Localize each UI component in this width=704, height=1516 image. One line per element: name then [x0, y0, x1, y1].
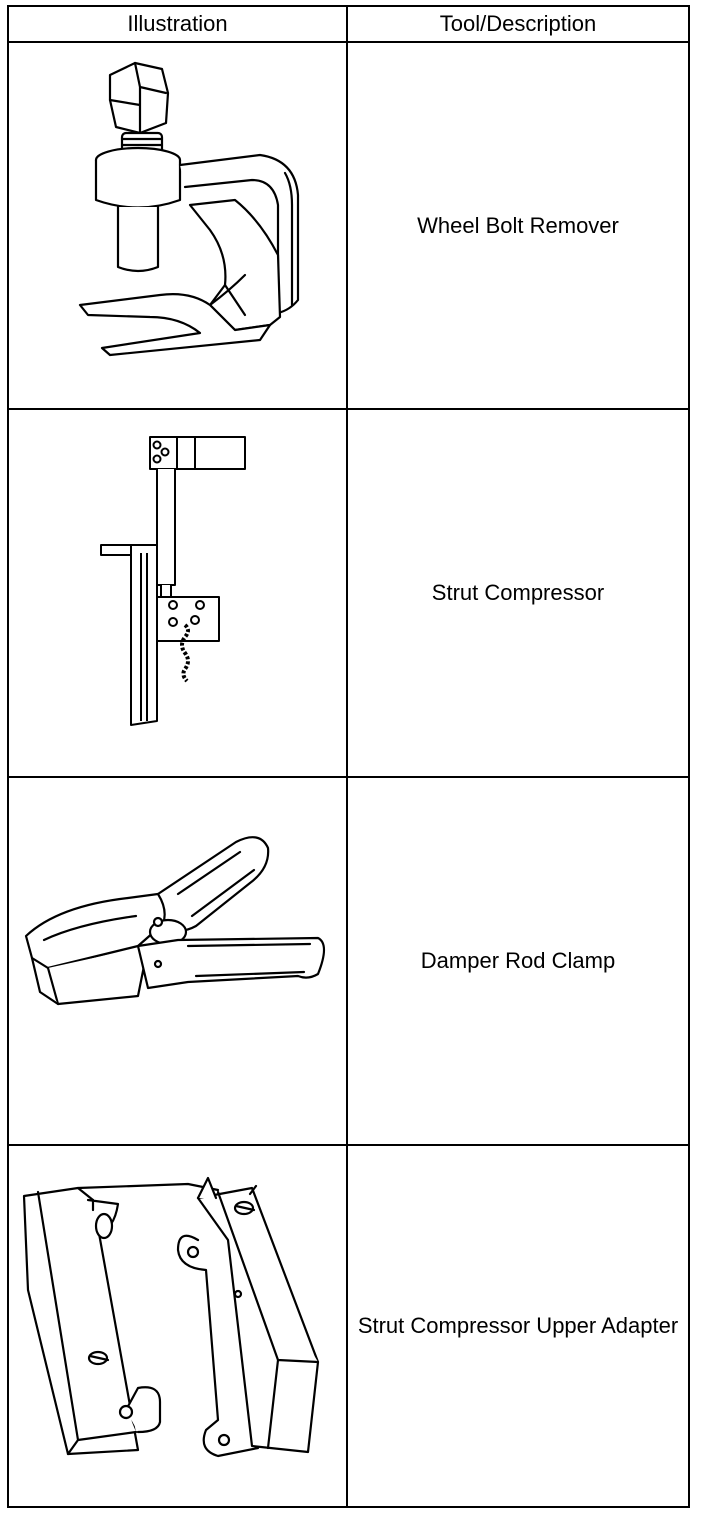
- header-description: Tool/Description: [439, 11, 597, 36]
- row-description: Damper Rod Clamp: [420, 948, 616, 973]
- row-description: Strut Compressor: [431, 580, 605, 605]
- wheel-bolt-remover-icon: [60, 55, 310, 375]
- row-divider: [7, 408, 690, 410]
- row-description: Strut Compressor Upper Adapter: [357, 1313, 679, 1338]
- header-illustration: Illustration: [127, 11, 228, 36]
- strut-compressor-icon: [95, 425, 255, 735]
- column-divider: [346, 5, 348, 1508]
- row-divider: [7, 776, 690, 778]
- strut-compressor-upper-adapter-icon: [18, 1170, 338, 1470]
- header-divider: [7, 41, 690, 43]
- table-frame: [7, 5, 690, 1508]
- row-divider: [7, 1144, 690, 1146]
- damper-rod-clamp-icon: [18, 828, 328, 1018]
- row-description: Wheel Bolt Remover: [417, 212, 619, 238]
